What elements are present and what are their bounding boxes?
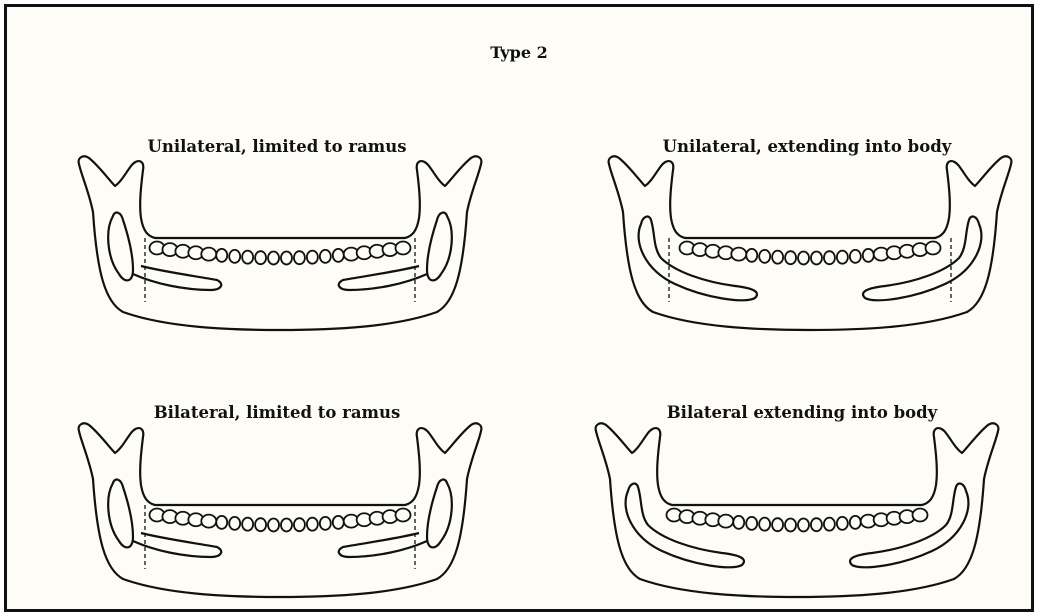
tooth [811, 251, 822, 264]
tooth [837, 251, 848, 264]
tooth [785, 251, 796, 264]
canal-outline [133, 533, 221, 557]
mandible-outline [609, 156, 1012, 330]
tooth [307, 518, 318, 531]
tooth [850, 516, 861, 529]
tooth [926, 242, 941, 255]
canal-outline [133, 266, 221, 290]
lesion-outline [108, 213, 133, 281]
tooth [718, 515, 733, 528]
tooth [294, 251, 305, 264]
tooth [824, 251, 835, 264]
mandible-bilateral-ramus [75, 419, 485, 594]
tooth [229, 250, 240, 263]
tooth [396, 509, 411, 522]
lesion-outline [108, 480, 133, 548]
tooth [320, 250, 331, 263]
tooth [772, 251, 783, 264]
tooth [294, 518, 305, 531]
mandible-outline [596, 423, 999, 597]
tooth [320, 517, 331, 530]
tooth [255, 251, 266, 264]
tooth [307, 251, 318, 264]
tooth [333, 516, 344, 529]
tooth [746, 249, 757, 262]
tooth [216, 516, 227, 529]
tooth [837, 517, 848, 530]
tooth [396, 242, 411, 255]
mandible-bilateral-body [592, 419, 1002, 594]
mandible-unilateral-ramus [75, 152, 485, 327]
tooth [281, 518, 292, 531]
tooth [798, 251, 809, 264]
tooth [201, 515, 216, 528]
tooth [255, 518, 266, 531]
figure-title: Type 2 [7, 43, 1031, 62]
tooth [242, 251, 253, 264]
tooth [268, 518, 279, 531]
tooth [811, 518, 822, 531]
tooth [759, 518, 770, 531]
canal-outline [339, 266, 427, 290]
canal-outline [339, 533, 427, 557]
tooth [229, 517, 240, 530]
tooth [913, 509, 928, 522]
figure-frame: Type 2 Unilateral, limited to ramus Unil… [4, 4, 1034, 612]
mandible-unilateral-body [605, 152, 1015, 327]
tooth [242, 518, 253, 531]
tooth [281, 251, 292, 264]
tooth [785, 518, 796, 531]
mandible-outline [79, 423, 482, 597]
tooth [824, 518, 835, 531]
tooth [216, 249, 227, 262]
tooth [731, 248, 746, 261]
lesion-outline [427, 213, 452, 281]
tooth [772, 518, 783, 531]
mandible-outline [79, 156, 482, 330]
tooth [863, 249, 874, 262]
tooth [850, 250, 861, 263]
tooth [746, 517, 757, 530]
tooth [759, 250, 770, 263]
tooth [798, 518, 809, 531]
tooth [201, 248, 216, 261]
lesion-outline [427, 480, 452, 548]
tooth [268, 251, 279, 264]
tooth [333, 249, 344, 262]
tooth [733, 516, 744, 529]
